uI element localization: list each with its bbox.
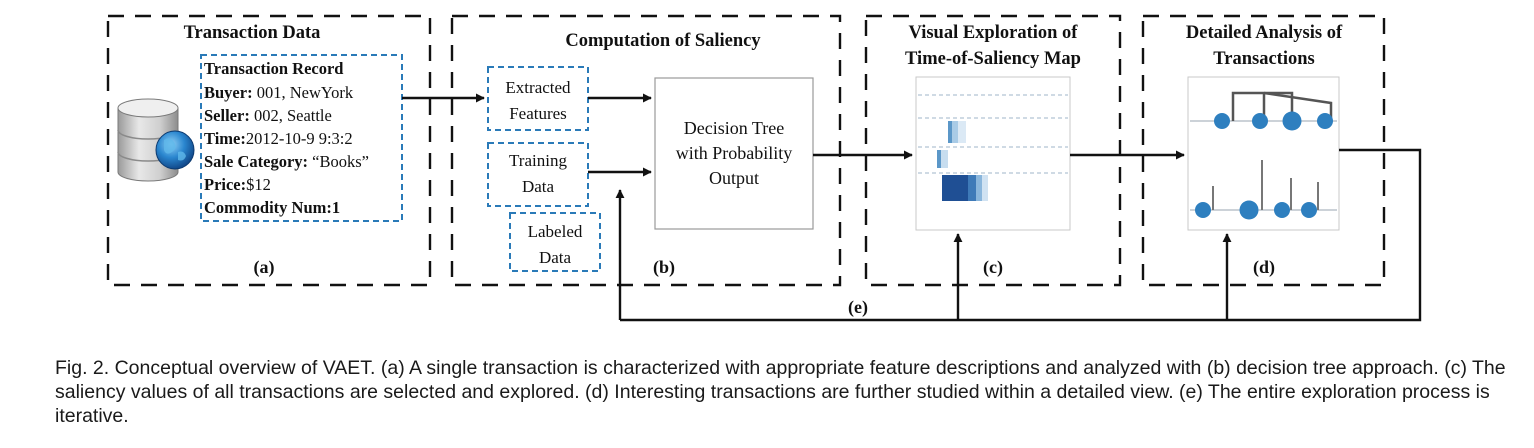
panel-d-title-line1: Detailed Analysis of <box>1186 23 1343 43</box>
training-label-1: Training <box>509 151 567 170</box>
record-field-commodity: Commodity Num:1 <box>204 198 340 217</box>
detail-view-thumbnail <box>1187 76 1340 231</box>
record-field-category: Sale Category: “Books” <box>204 152 369 171</box>
saliency-map-thumbnail <box>915 76 1071 231</box>
labeled-data-box <box>509 212 601 272</box>
globe-icon <box>155 130 195 170</box>
panel-c-title-line2: Time-of-Saliency Map <box>905 49 1081 69</box>
extracted-label-1: Extracted <box>505 78 571 97</box>
panel-c-frame <box>864 14 1122 287</box>
panel-a-label: (a) <box>254 257 275 278</box>
panel-d-label: (d) <box>1253 257 1275 278</box>
record-field-seller: Seller: 002, Seattle <box>204 106 332 125</box>
record-field-buyer: Buyer: 001, NewYork <box>204 83 354 102</box>
labeled-label-1: Labeled <box>528 222 583 241</box>
concept-diagram: Transaction Data Computation of Saliency… <box>106 14 1422 322</box>
record-field-time: Time:2012-10-9 9:3:2 <box>204 129 353 148</box>
transaction-record-box <box>200 54 403 222</box>
tree-label-3: Output <box>709 168 759 188</box>
panel-b-label: (b) <box>653 257 675 278</box>
panel-b-frame <box>450 14 842 287</box>
panel-d-title-line2: Transactions <box>1213 49 1314 69</box>
extracted-label-2: Features <box>509 104 567 123</box>
training-label-2: Data <box>522 177 555 196</box>
panel-e-label: (e) <box>848 297 868 318</box>
tree-label-1: Decision Tree <box>684 118 785 138</box>
feedback-loop-line <box>620 148 1422 322</box>
figure-caption: Fig. 2. Conceptual overview of VAET. (a)… <box>55 357 1506 427</box>
training-data-box <box>487 142 589 207</box>
panel-d-frame <box>1141 14 1386 287</box>
panel-c-title-line1: Visual Exploration of <box>909 23 1079 43</box>
record-field-price: Price:$12 <box>204 175 271 194</box>
tree-label-2: with Probability <box>676 143 793 163</box>
record-heading: Transaction Record <box>204 59 343 78</box>
panel-a-title: Transaction Data <box>184 23 321 43</box>
panel-b-title: Computation of Saliency <box>565 31 761 51</box>
decision-tree-box <box>654 77 814 230</box>
labeled-label-2: Data <box>539 248 572 267</box>
panel-c-label: (c) <box>983 257 1003 278</box>
